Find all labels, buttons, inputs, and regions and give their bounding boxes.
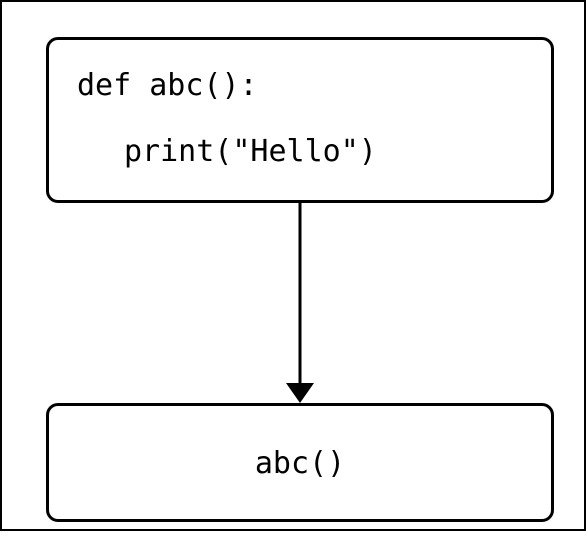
- function-body-line: print("Hello"): [124, 134, 377, 169]
- arrowhead-icon: [286, 383, 314, 403]
- function-definition-box: def abc(): print("Hello"): [46, 37, 554, 203]
- function-signature-line: def abc():: [77, 68, 258, 103]
- function-call-text: abc(): [254, 446, 346, 481]
- function-call-box: abc(): [46, 403, 554, 522]
